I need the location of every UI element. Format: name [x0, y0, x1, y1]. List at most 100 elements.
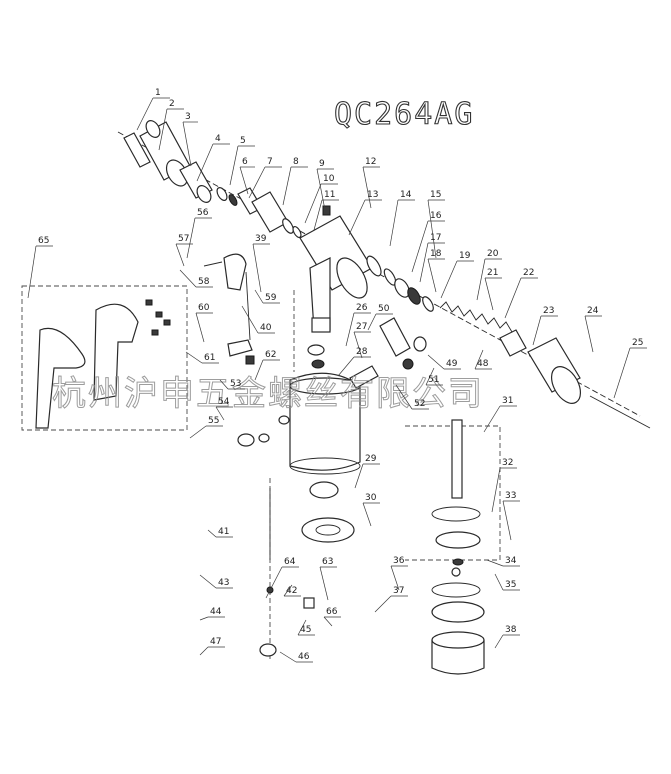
parts-56-61-trigger — [203, 253, 255, 365]
callout-leader-2 — [158, 108, 168, 151]
callout-leader-55 — [189, 425, 207, 439]
parts-5-11-jaw-assembly — [216, 187, 302, 239]
callout-label-48: 48 — [477, 359, 489, 369]
callout-leader-30 — [362, 502, 372, 527]
callout-leader-34 — [486, 559, 504, 567]
callout-leader-45 — [297, 619, 307, 636]
group-box-65 — [21, 285, 188, 431]
callout-label-62: 62 — [265, 350, 276, 360]
part-65-handle-shells — [35, 299, 171, 429]
callout-label-15: 15 — [430, 190, 441, 200]
callout-label-40: 40 — [260, 323, 272, 333]
part-13-14-body — [299, 215, 373, 333]
callout-label-31: 31 — [502, 396, 513, 406]
callout-label-2: 2 — [169, 99, 175, 109]
callout-label-50: 50 — [378, 304, 390, 314]
callout-leader-40 — [241, 305, 259, 334]
callout-leader-5 — [229, 145, 239, 186]
callout-leader-29 — [354, 463, 364, 489]
company-watermark: 杭州沪申五金螺丝有限公司 — [52, 374, 484, 414]
callout-label-11: 11 — [324, 190, 335, 200]
callout-leader-49 — [427, 354, 445, 370]
callout-label-18: 18 — [430, 249, 442, 259]
callout-label-42: 42 — [286, 586, 297, 596]
callout-leader-33 — [502, 500, 512, 541]
callout-leader-38 — [494, 634, 504, 649]
callout-label-30: 30 — [365, 493, 377, 503]
callout-label-23: 23 — [543, 306, 554, 316]
callout-leader-7 — [248, 166, 266, 199]
callout-leader-20 — [476, 258, 486, 301]
callout-leader-27 — [353, 331, 363, 359]
callout-leader-43 — [199, 574, 217, 589]
callout-label-26: 26 — [356, 303, 368, 313]
callout-label-25: 25 — [632, 338, 643, 348]
parts-41-47-stem — [259, 488, 315, 657]
callout-label-21: 21 — [487, 268, 498, 278]
callout-label-56: 56 — [197, 208, 209, 218]
callout-leader-58 — [179, 269, 197, 288]
callout-leader-36 — [390, 565, 400, 591]
callout-label-45: 45 — [300, 625, 311, 635]
part-2-3-nose — [139, 120, 191, 187]
callout-leader-44 — [199, 616, 209, 621]
part-25-tail — [589, 395, 651, 429]
callout-label-14: 14 — [400, 190, 412, 200]
callout-leader-4 — [196, 143, 214, 182]
part-12-screw — [322, 205, 331, 216]
callout-label-52: 52 — [414, 399, 425, 409]
part-23-rod — [499, 329, 527, 357]
callout-label-59: 59 — [265, 293, 277, 303]
callout-leader-9 — [316, 168, 326, 211]
callout-leader-41 — [207, 529, 217, 538]
callout-leader-65 — [27, 245, 37, 299]
callout-leader-50 — [367, 313, 377, 331]
callout-leader-25 — [613, 347, 631, 399]
callout-leader-13 — [348, 199, 366, 236]
callout-label-7: 7 — [267, 157, 273, 167]
callout-leader-37 — [374, 595, 392, 613]
callout-leader-62 — [254, 359, 264, 381]
callout-leader-32 — [491, 467, 501, 513]
callout-label-63: 63 — [322, 557, 333, 567]
callout-leader-66 — [323, 616, 333, 627]
callout-leader-52 — [395, 384, 413, 410]
callout-label-33: 33 — [505, 491, 516, 501]
callout-label-55: 55 — [208, 416, 219, 426]
callout-label-27: 27 — [356, 322, 367, 332]
group-box-bottom — [405, 425, 501, 561]
callout-label-46: 46 — [298, 652, 310, 662]
callout-label-66: 66 — [326, 607, 338, 617]
callout-leader-21 — [484, 277, 494, 311]
part-1-nozzle — [123, 132, 151, 168]
callout-leader-1 — [136, 97, 154, 131]
callout-leader-56 — [186, 217, 196, 259]
callout-label-34: 34 — [505, 556, 517, 566]
callout-leader-51 — [425, 367, 435, 386]
callout-leader-64 — [265, 566, 283, 599]
callout-label-38: 38 — [505, 625, 517, 635]
callout-label-58: 58 — [198, 277, 210, 287]
callout-leader-19 — [440, 260, 458, 299]
callout-leader-12 — [362, 166, 372, 209]
callout-leader-16 — [411, 220, 429, 273]
callout-leader-23 — [532, 315, 542, 346]
callout-label-53: 53 — [230, 379, 241, 389]
callout-leader-47 — [199, 646, 209, 656]
callout-label-28: 28 — [356, 347, 368, 357]
callout-label-10: 10 — [323, 174, 335, 184]
callout-label-43: 43 — [218, 578, 229, 588]
callout-leader-57 — [175, 243, 185, 267]
callout-label-36: 36 — [393, 556, 405, 566]
callout-label-9: 9 — [319, 159, 325, 169]
callout-leader-60 — [195, 312, 205, 343]
callout-leader-61 — [185, 351, 203, 364]
parts-53-55-nuts — [237, 415, 290, 447]
callout-leader-11 — [313, 199, 323, 231]
callout-leader-15 — [427, 199, 437, 259]
callout-label-65: 65 — [38, 236, 49, 246]
callout-label-60: 60 — [198, 303, 210, 313]
callout-label-5: 5 — [240, 136, 246, 146]
